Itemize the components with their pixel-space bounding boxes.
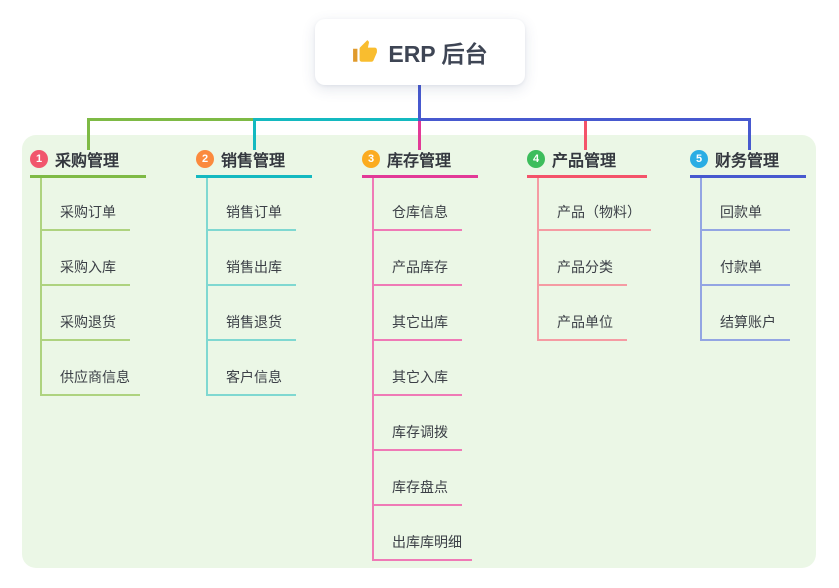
child-node[interactable]: 产品分类 — [539, 231, 627, 286]
connector-drop-purchase — [87, 118, 90, 150]
child-node[interactable]: 其它出库 — [374, 286, 462, 341]
child-node[interactable]: 销售出库 — [208, 231, 296, 286]
child-node[interactable]: 库存盘点 — [374, 451, 462, 506]
branch-column-sales: 2 销售管理 销售订单 销售出库 销售退货 客户信息 — [196, 148, 326, 396]
child-node[interactable]: 产品单位 — [539, 286, 627, 341]
branch-node-purchase[interactable]: 1 采购管理 — [30, 148, 146, 178]
child-node[interactable]: 供应商信息 — [42, 341, 140, 396]
branch-label: 销售管理 — [221, 152, 286, 170]
branch-node-finance[interactable]: 5 财务管理 — [690, 148, 806, 178]
branch-badge: 3 — [362, 149, 380, 168]
branch-label: 库存管理 — [387, 152, 452, 170]
connector-bus-sales — [253, 118, 418, 121]
branch-label: 产品管理 — [552, 152, 617, 170]
connector-bus-finance — [418, 118, 751, 121]
child-node[interactable]: 销售退货 — [208, 286, 296, 341]
child-node[interactable]: 采购入库 — [42, 231, 130, 286]
branch-children-product: 产品（物料） 产品分类 产品单位 — [537, 178, 651, 341]
child-node[interactable]: 结算账户 — [702, 286, 790, 341]
branch-label: 财务管理 — [715, 152, 780, 170]
child-node[interactable]: 采购退货 — [42, 286, 130, 341]
connector-drop-product — [584, 121, 587, 150]
branch-badge: 5 — [690, 149, 708, 168]
connector-drop-inventory — [418, 121, 421, 150]
connector-drop-sales — [253, 118, 256, 150]
child-node[interactable]: 付款单 — [702, 231, 790, 286]
connector-root-drop — [418, 85, 421, 118]
branch-children-purchase: 采购订单 采购入库 采购退货 供应商信息 — [40, 178, 140, 396]
child-node[interactable]: 出库库明细 — [374, 506, 472, 561]
child-node[interactable]: 客户信息 — [208, 341, 296, 396]
child-node[interactable]: 销售订单 — [208, 178, 296, 231]
branch-column-purchase: 1 采购管理 采购订单 采购入库 采购退货 供应商信息 — [30, 148, 160, 396]
root-node[interactable]: ERP 后台 — [315, 19, 525, 85]
branch-column-finance: 5 财务管理 回款单 付款单 结算账户 — [690, 148, 820, 341]
branch-children-finance: 回款单 付款单 结算账户 — [700, 178, 790, 341]
connector-drop-finance — [748, 118, 751, 150]
child-node[interactable]: 采购订单 — [42, 178, 130, 231]
branch-node-product[interactable]: 4 产品管理 — [527, 148, 647, 178]
branch-badge: 1 — [30, 149, 48, 168]
child-node[interactable]: 产品（物料） — [539, 178, 651, 231]
root-node-label: ERP 后台 — [388, 41, 488, 67]
connector-bus-purchase — [87, 118, 253, 121]
child-node[interactable]: 回款单 — [702, 178, 790, 231]
branch-label: 采购管理 — [55, 152, 120, 170]
branch-column-product: 4 产品管理 产品（物料） 产品分类 产品单位 — [527, 148, 657, 341]
thumbs-up-icon — [352, 39, 378, 65]
child-node[interactable]: 仓库信息 — [374, 178, 462, 231]
child-node[interactable]: 产品库存 — [374, 231, 462, 286]
branch-badge: 2 — [196, 149, 214, 168]
child-node[interactable]: 库存调拨 — [374, 396, 462, 451]
branches-panel — [22, 135, 816, 568]
branch-node-sales[interactable]: 2 销售管理 — [196, 148, 312, 178]
branch-children-sales: 销售订单 销售出库 销售退货 客户信息 — [206, 178, 296, 396]
branch-badge: 4 — [527, 149, 545, 168]
branch-children-inventory: 仓库信息 产品库存 其它出库 其它入库 库存调拨 库存盘点 出库库明细 — [372, 178, 472, 561]
branch-column-inventory: 3 库存管理 仓库信息 产品库存 其它出库 其它入库 库存调拨 库存盘点 出库库… — [362, 148, 492, 561]
branch-node-inventory[interactable]: 3 库存管理 — [362, 148, 478, 178]
child-node[interactable]: 其它入库 — [374, 341, 462, 396]
